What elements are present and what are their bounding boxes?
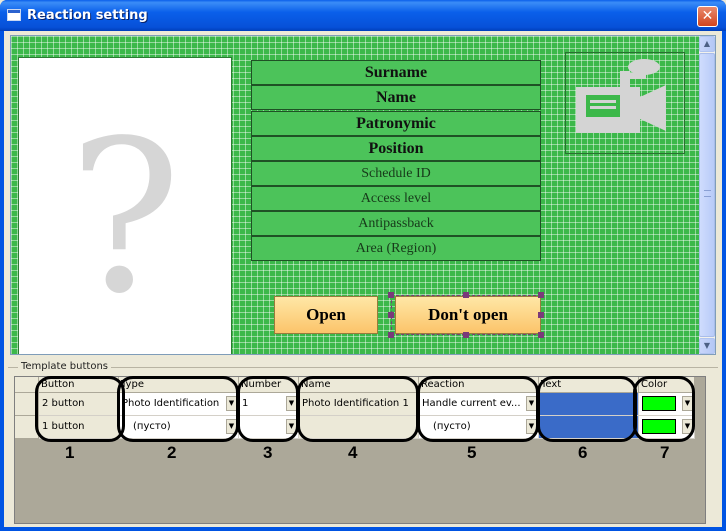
row2-type-value: (пусто) xyxy=(133,421,171,432)
template-buttons-group: Template buttons Button Type Number Name… xyxy=(8,361,718,524)
resize-handle-s[interactable] xyxy=(463,332,469,338)
column-header-name[interactable]: Name xyxy=(299,377,419,393)
annotation-number-3: 3 xyxy=(263,443,273,462)
row2-type-select[interactable]: (пусто) ▼ xyxy=(119,416,239,439)
annotation-number-2: 2 xyxy=(167,443,177,462)
close-button[interactable]: ✕ xyxy=(697,6,718,27)
window-title: Reaction setting xyxy=(27,8,148,23)
row-indicator[interactable] xyxy=(15,416,39,439)
field-area-region[interactable]: Area (Region) xyxy=(251,236,541,261)
row2-reaction-select[interactable]: (пусто) ▼ xyxy=(419,416,539,439)
row1-color-select[interactable]: ▼ xyxy=(639,393,695,416)
column-header-text[interactable]: Text xyxy=(539,377,639,393)
row1-number-value: 1 xyxy=(242,398,249,409)
window-icon xyxy=(7,9,21,21)
row1-type-value: Photo Identification xyxy=(122,398,220,409)
row2-reaction-value: (пусто) xyxy=(433,421,471,432)
video-camera-icon xyxy=(576,59,666,133)
window-client-area: ? Surname Name Patronymic Position Sched… xyxy=(4,31,722,527)
resize-handle-e[interactable] xyxy=(538,312,544,318)
column-header-type[interactable]: Type xyxy=(119,377,239,393)
title-bar[interactable]: Reaction setting ✕ xyxy=(0,0,726,31)
column-header-number[interactable]: Number xyxy=(239,377,299,393)
row1-number-select[interactable]: 1 ▼ xyxy=(239,393,299,416)
chevron-down-icon[interactable]: ▼ xyxy=(526,419,537,434)
close-icon: ✕ xyxy=(701,8,714,24)
row1-type-select[interactable]: Photo Identification ▼ xyxy=(119,393,239,416)
scroll-down-arrow-icon[interactable]: ▼ xyxy=(699,338,715,354)
annotation-number-1: 1 xyxy=(65,443,75,462)
open-button[interactable]: Open xyxy=(274,296,378,334)
row2-name-cell[interactable] xyxy=(299,416,419,439)
chevron-down-icon[interactable]: ▼ xyxy=(286,396,297,411)
template-buttons-grid: Button Type Number Name Reaction Text Co… xyxy=(14,376,706,524)
annotation-number-4: 4 xyxy=(348,443,358,462)
grid-corner xyxy=(15,377,39,393)
chevron-down-icon[interactable]: ▼ xyxy=(226,396,237,411)
chevron-down-icon[interactable]: ▼ xyxy=(682,396,693,411)
row1-name-cell[interactable]: Photo Identification 1 xyxy=(299,393,419,416)
camera-frame[interactable] xyxy=(565,52,685,154)
row1-reaction-value: Handle current ev... xyxy=(422,398,521,409)
resize-handle-sw[interactable] xyxy=(388,332,394,338)
resize-handle-se[interactable] xyxy=(538,332,544,338)
design-canvas-frame: ? Surname Name Patronymic Position Sched… xyxy=(10,35,716,355)
field-position[interactable]: Position xyxy=(251,136,541,161)
annotation-number-7: 7 xyxy=(660,443,670,462)
field-antipassback[interactable]: Antipassback xyxy=(251,211,541,236)
annotation-number-6: 6 xyxy=(578,443,588,462)
row2-text-cell[interactable] xyxy=(539,416,639,439)
question-mark-icon: ? xyxy=(68,95,182,340)
row1-button-cell[interactable]: 2 button xyxy=(39,393,119,416)
row-indicator[interactable] xyxy=(15,393,39,416)
canvas-vertical-scrollbar[interactable]: ▲ ▼ xyxy=(699,36,715,354)
scroll-thumb[interactable] xyxy=(699,53,715,337)
dont-open-button[interactable]: Don't open xyxy=(395,296,541,334)
chevron-down-icon[interactable]: ▼ xyxy=(226,419,237,434)
row2-number-select[interactable]: ▼ xyxy=(239,416,299,439)
row2-color-swatch xyxy=(642,419,676,434)
resize-handle-w[interactable] xyxy=(388,312,394,318)
design-canvas[interactable]: ? Surname Name Patronymic Position Sched… xyxy=(11,36,699,354)
resize-handle-n[interactable] xyxy=(463,292,469,298)
row1-color-swatch xyxy=(642,396,676,411)
chevron-down-icon[interactable]: ▼ xyxy=(682,419,693,434)
row1-reaction-select[interactable]: Handle current ev... ▼ xyxy=(419,393,539,416)
field-surname[interactable]: Surname xyxy=(251,60,541,85)
row1-text-cell[interactable] xyxy=(539,393,639,416)
field-schedule-id[interactable]: Schedule ID xyxy=(251,161,541,186)
column-header-button[interactable]: Button xyxy=(39,377,119,393)
chevron-down-icon[interactable]: ▼ xyxy=(286,419,297,434)
column-header-color[interactable]: Color xyxy=(639,377,695,393)
template-buttons-label: Template buttons xyxy=(18,361,112,372)
annotation-number-5: 5 xyxy=(467,443,477,462)
photo-placeholder[interactable]: ? xyxy=(18,57,232,354)
field-name[interactable]: Name xyxy=(251,85,541,110)
resize-handle-ne[interactable] xyxy=(538,292,544,298)
field-access-level[interactable]: Access level xyxy=(251,186,541,211)
column-header-reaction[interactable]: Reaction xyxy=(419,377,539,393)
scroll-up-arrow-icon[interactable]: ▲ xyxy=(699,36,715,52)
row2-color-select[interactable]: ▼ xyxy=(639,416,695,439)
row2-button-cell[interactable]: 1 button xyxy=(39,416,119,439)
chevron-down-icon[interactable]: ▼ xyxy=(526,396,537,411)
field-patronymic[interactable]: Patronymic xyxy=(251,111,541,136)
resize-handle-nw[interactable] xyxy=(388,292,394,298)
